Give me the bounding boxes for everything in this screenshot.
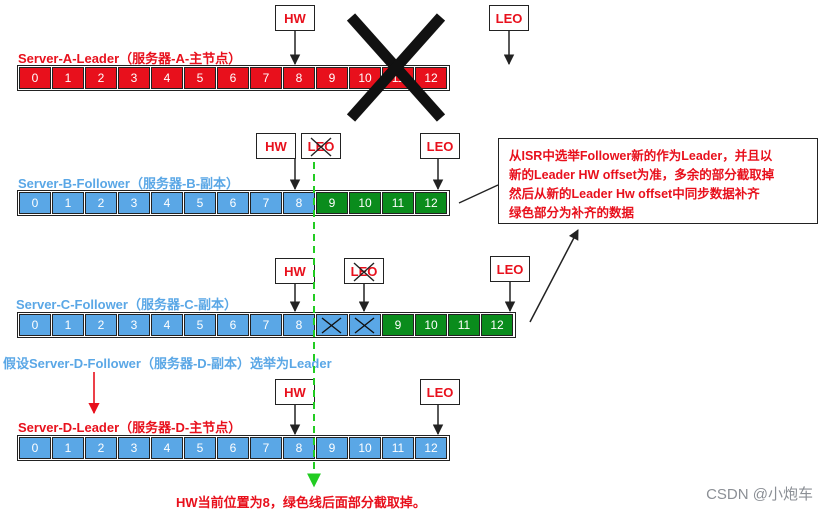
row-c-leo-marker: LEO — [490, 256, 530, 282]
log-cell: 9 — [382, 314, 414, 336]
callout-line: 绿色部分为补齐的数据 — [509, 206, 635, 220]
log-cell: 10 — [415, 314, 447, 336]
log-cell: 12 — [415, 67, 447, 89]
row-d-hw-marker: HW — [275, 379, 315, 405]
election-text: 假设Server-D-Follower（服务器-D-副本）选举为Leader — [3, 356, 332, 371]
log-cell: 10 — [349, 67, 381, 89]
truncated-cell — [316, 314, 348, 336]
log-cell: 6 — [217, 67, 249, 89]
log-cell: 2 — [85, 67, 117, 89]
log-cell: 7 — [250, 437, 282, 459]
log-cell: 1 — [52, 314, 84, 336]
row-b-leo-marker: LEO — [420, 133, 460, 159]
log-cell: 0 — [19, 314, 51, 336]
log-cell: 1 — [52, 67, 84, 89]
row-c-title: Server-C-Follower（服务器-C-副本） — [16, 297, 238, 312]
log-cell: 9 — [316, 67, 348, 89]
log-cell: 7 — [250, 67, 282, 89]
row-b-title: Server-B-Follower（服务器-B-副本） — [18, 176, 240, 191]
callout-explanation: 从ISR中选举Follower新的作为Leader，并且以 新的Leader H… — [498, 138, 818, 224]
log-cell: 3 — [118, 67, 150, 89]
log-cell: 6 — [217, 437, 249, 459]
arrow-row-c-to-callout — [529, 229, 579, 323]
log-cell: 9 — [316, 437, 348, 459]
row-d-log: 0 1 2 3 4 5 6 7 8 9 10 11 12 — [17, 435, 450, 461]
log-cell: 5 — [184, 192, 216, 214]
watermark: CSDN @小炮车 — [706, 486, 813, 503]
log-cell: 2 — [85, 437, 117, 459]
truncated-cell — [349, 314, 381, 336]
log-cell: 8 — [283, 314, 315, 336]
log-cell: 4 — [151, 67, 183, 89]
log-cell: 12 — [415, 437, 447, 459]
row-b-log: 0 1 2 3 4 5 6 7 8 9 10 11 12 — [17, 190, 450, 216]
callout-line: 然后从新的Leader Hw offset中同步数据补齐 — [509, 187, 760, 201]
log-cell: 3 — [118, 192, 150, 214]
log-cell: 5 — [184, 314, 216, 336]
log-cell: 2 — [85, 192, 117, 214]
callout-line: 新的Leader HW offset为准，多余的部分截取掉 — [509, 168, 775, 182]
row-d-leo-marker: LEO — [420, 379, 460, 405]
log-cell: 7 — [250, 192, 282, 214]
log-cell: 8 — [283, 192, 315, 214]
log-cell: 10 — [349, 192, 381, 214]
log-cell: 6 — [217, 314, 249, 336]
log-cell: 6 — [217, 192, 249, 214]
row-a-hw-marker: HW — [275, 5, 315, 31]
bottom-note: HW当前位置为8，绿色线后面部分截取掉。 — [176, 495, 426, 510]
row-a-log: 0 1 2 3 4 5 6 7 8 9 10 11 12 — [17, 65, 450, 91]
callout-pointer — [458, 184, 499, 204]
log-cell: 12 — [415, 192, 447, 214]
row-b-old-leo-marker: LEO — [301, 133, 341, 159]
row-c-old-leo-marker: LEO — [344, 258, 384, 284]
row-c-hw-marker: HW — [275, 258, 315, 284]
log-cell: 5 — [184, 67, 216, 89]
log-cell: 9 — [316, 192, 348, 214]
log-cell: 12 — [481, 314, 513, 336]
log-cell: 1 — [52, 192, 84, 214]
log-cell: 11 — [382, 67, 414, 89]
log-cell: 8 — [283, 67, 315, 89]
log-cell: 7 — [250, 314, 282, 336]
log-cell: 3 — [118, 314, 150, 336]
log-cell: 4 — [151, 192, 183, 214]
callout-line: 从ISR中选举Follower新的作为Leader，并且以 — [509, 149, 773, 163]
log-cell: 1 — [52, 437, 84, 459]
row-a-leo-marker: LEO — [489, 5, 529, 31]
row-a-title: Server-A-Leader（服务器-A-主节点） — [18, 51, 242, 66]
row-c-log: 0 1 2 3 4 5 6 7 8 9 10 11 12 — [17, 312, 516, 338]
log-cell: 3 — [118, 437, 150, 459]
row-d-title: Server-D-Leader（服务器-D-主节点） — [18, 420, 242, 435]
log-cell: 2 — [85, 314, 117, 336]
log-cell: 11 — [382, 192, 414, 214]
log-cell: 11 — [382, 437, 414, 459]
log-cell: 8 — [283, 437, 315, 459]
row-b-hw-marker: HW — [256, 133, 296, 159]
log-cell: 10 — [349, 437, 381, 459]
log-cell: 4 — [151, 314, 183, 336]
log-cell: 0 — [19, 437, 51, 459]
log-cell: 0 — [19, 192, 51, 214]
log-cell: 11 — [448, 314, 480, 336]
log-cell: 4 — [151, 437, 183, 459]
log-cell: 5 — [184, 437, 216, 459]
log-cell: 0 — [19, 67, 51, 89]
